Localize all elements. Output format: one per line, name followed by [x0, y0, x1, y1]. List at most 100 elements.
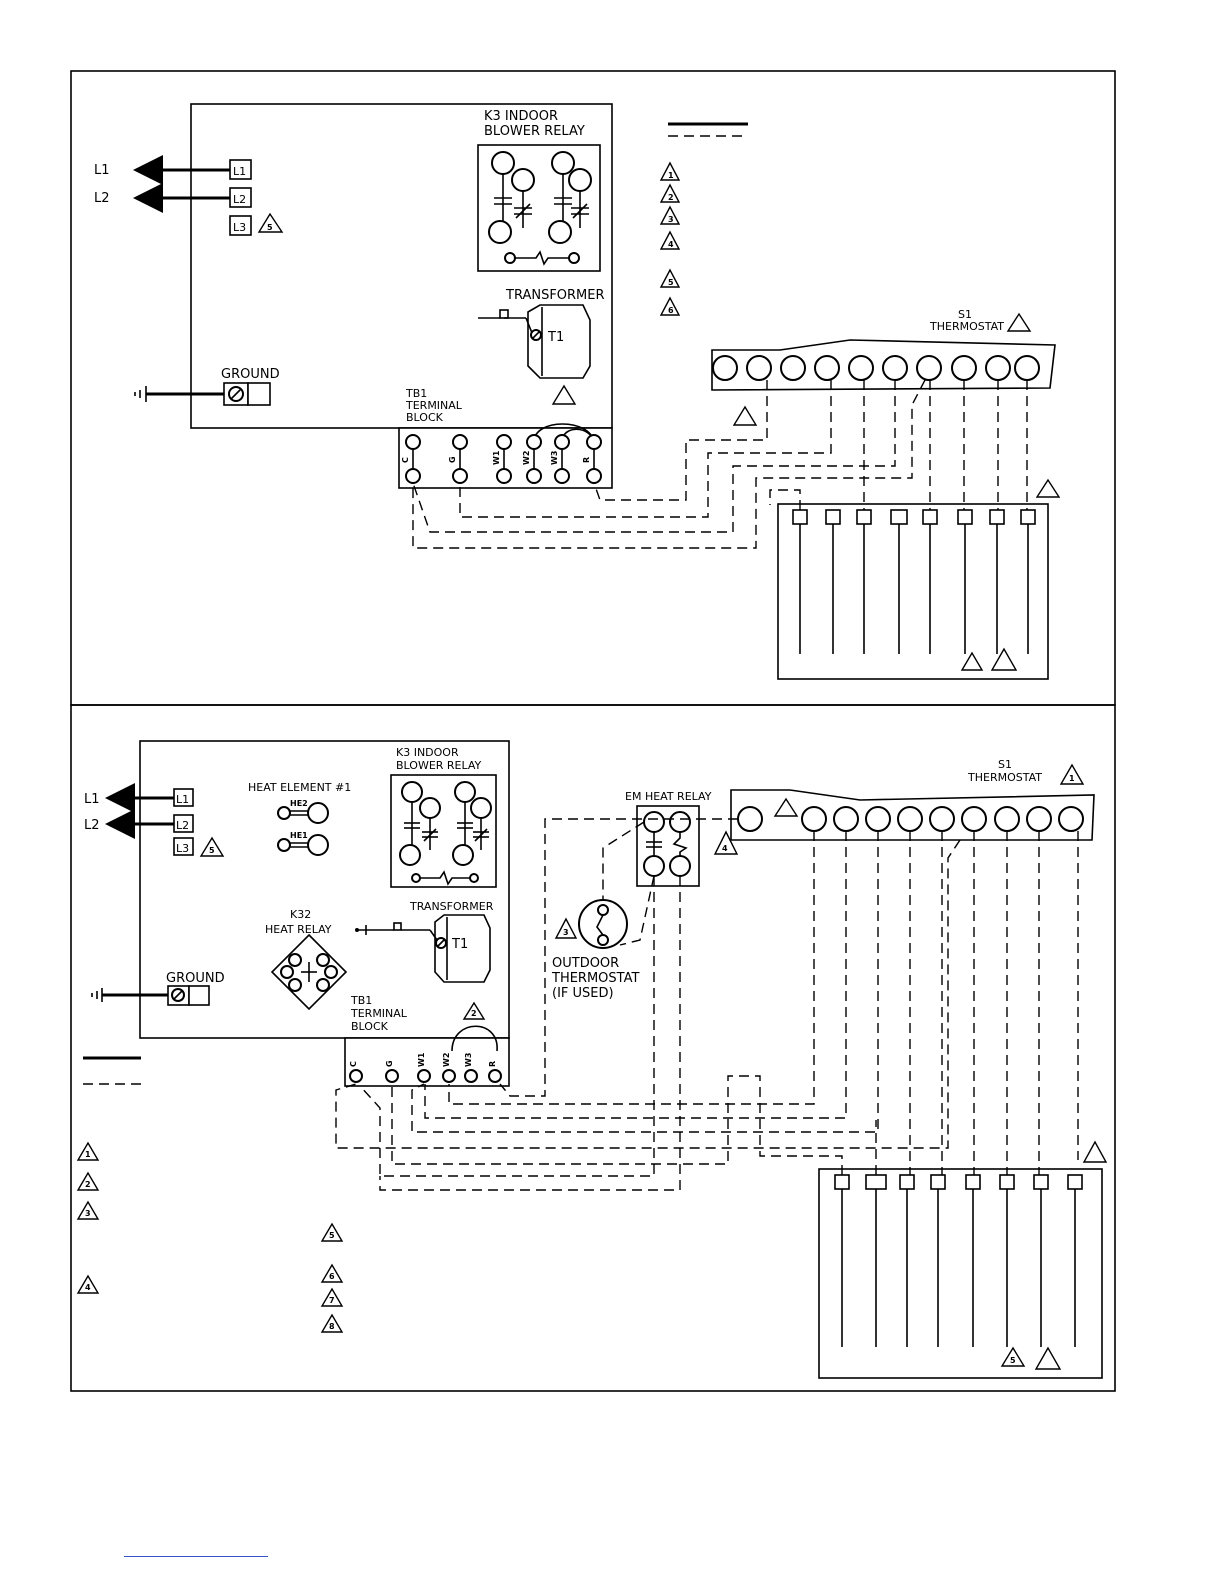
bottom-k32-label-2: HEAT RELAY — [265, 923, 332, 936]
bottom-power-lines: L1 L2 L1 L2 L3 5 — [84, 783, 225, 857]
bottom-s1-note: 1 — [1069, 774, 1075, 783]
bottom-k3-label-2: BLOWER RELAY — [396, 759, 482, 772]
bottom-terminal-block: TB1 TERMINAL BLOCK 2 C G W1 W2 W3 R — [344, 994, 510, 1087]
top-outdoor-unit — [777, 478, 1061, 680]
top-tb-g: G — [448, 456, 457, 463]
bottom-s1-label-1: S1 — [998, 758, 1012, 771]
bottom-he2-label: HE2 — [290, 799, 308, 808]
top-legend-note-2: 2 — [668, 193, 674, 202]
top-tb-w1: W1 — [492, 450, 501, 465]
bottom-s1-label-2: THERMOSTAT — [967, 771, 1042, 784]
bottom-tb-w1: W1 — [417, 1052, 426, 1067]
top-tb-w2: W2 — [522, 451, 531, 465]
bottom-tb-g: G — [385, 1060, 394, 1067]
bottom-heat-elements: HEAT ELEMENT #1 HE2 HE1 — [248, 781, 351, 856]
bottom-tb-label-2: TERMINAL — [350, 1007, 408, 1020]
bottom-legend-note-8: 8 — [329, 1322, 335, 1331]
bottom-tb-c: C — [349, 1061, 358, 1067]
bottom-legend-note-3: 3 — [85, 1209, 91, 1218]
top-legend-note-4: 4 — [668, 240, 674, 249]
top-tb-label-3: BLOCK — [406, 411, 444, 424]
bottom-outdoor-unit: 5 — [818, 1140, 1108, 1379]
bottom-legend-note-4: 4 — [85, 1283, 91, 1292]
bottom-k32-label-1: K32 — [290, 908, 311, 921]
bottom-k32-heat-relay: K32 HEAT RELAY — [265, 908, 348, 1011]
bottom-line-l2-label: L2 — [84, 818, 100, 833]
top-legend: 1 2 3 4 5 6 — [659, 122, 748, 316]
bottom-em-relay-note: 4 — [722, 844, 728, 853]
top-power-lines: L1 L2 L1 L2 L3 5 — [94, 155, 284, 236]
top-term-l2: L2 — [233, 193, 246, 206]
bottom-legend-note-7: 7 — [329, 1296, 335, 1305]
top-s1-label-1: S1 — [958, 308, 972, 321]
bottom-tb-label-3: BLOCK — [351, 1020, 389, 1033]
bottom-outdoor-note: 3 — [563, 928, 569, 937]
footer-rule — [124, 1556, 268, 1557]
bottom-diagram-frame — [70, 704, 1116, 1392]
bottom-tb-note: 2 — [471, 1009, 477, 1018]
bottom-em-heat-relay-label: EM HEAT RELAY — [625, 790, 712, 803]
top-line-l1-label: L1 — [94, 163, 110, 178]
bottom-outdoor-label-3: (IF USED) — [552, 986, 614, 1001]
top-s1-terminals — [712, 355, 1040, 381]
top-tb-terminals: C G W1 W2 W3 R — [401, 434, 602, 484]
bottom-diagram: L1 L2 L1 L2 L3 5 HEAT ELEMENT #1 HE2 HE1 — [76, 740, 1108, 1379]
top-field-wiring — [412, 379, 1028, 549]
bottom-term-l2: L2 — [176, 819, 189, 832]
bottom-tb-label-1: TB1 — [350, 994, 372, 1007]
bottom-tb-w2: W2 — [442, 1053, 451, 1067]
top-k3-label-2: BLOWER RELAY — [484, 124, 585, 139]
bottom-ground: GROUND — [91, 971, 225, 1006]
bottom-tb-w3: W3 — [464, 1053, 473, 1067]
top-transformer: TRANSFORMER T1 — [478, 288, 605, 379]
top-tb-label-1: TB1 — [405, 387, 427, 400]
top-terminal-block: TB1 TERMINAL BLOCK C G — [398, 384, 613, 489]
bottom-unit-box — [139, 740, 510, 1039]
bottom-legend-note-5: 5 — [329, 1231, 335, 1240]
top-tb-r: R — [582, 457, 591, 463]
bottom-legend-note-2: 2 — [85, 1180, 91, 1189]
top-legend-note-3: 3 — [668, 215, 674, 224]
bottom-line-l1-label: L1 — [84, 792, 100, 807]
bottom-t1: T1 — [451, 937, 468, 952]
bottom-ground-label: GROUND — [166, 971, 225, 986]
top-s1-thermostat: S1 THERMOSTAT — [711, 308, 1056, 426]
bottom-heat-element-label: HEAT ELEMENT #1 — [248, 781, 351, 794]
bottom-outdoor-label-1: OUTDOOR — [552, 956, 619, 971]
bottom-notes-legend: 1 2 3 4 5 6 7 8 — [76, 1141, 344, 1333]
top-t1: T1 — [547, 330, 564, 345]
top-term-l3: L3 — [233, 221, 246, 234]
top-k3-blower-relay: K3 INDOOR BLOWER RELAY — [477, 109, 601, 272]
bottom-outdoor-label-2: THERMOSTAT — [551, 971, 639, 986]
top-tb-c: C — [401, 457, 410, 463]
bottom-outdoor-thermostat: 3 OUTDOOR THERMOSTAT (IF USED) — [551, 899, 639, 1001]
top-term-l1: L1 — [233, 165, 246, 178]
top-tb-w3: W3 — [550, 451, 559, 465]
top-k3-label-1: K3 INDOOR — [484, 109, 558, 124]
bottom-k3-label-1: K3 INDOOR — [396, 746, 459, 759]
top-transformer-label: TRANSFORMER — [505, 288, 605, 303]
top-legend-note-6: 6 — [668, 306, 674, 315]
bottom-term-l3: L3 — [176, 842, 189, 855]
top-legend-note-1: 1 — [668, 171, 674, 180]
bottom-outdoor-unit-note: 5 — [1010, 1356, 1016, 1365]
bottom-transformer: TRANSFORMER T1 — [355, 900, 494, 983]
top-diagram: L1 L2 L1 L2 L3 5 GROUND K3 I — [94, 103, 1061, 680]
bottom-k3-blower-relay: K3 INDOOR BLOWER RELAY — [390, 746, 497, 888]
top-s1-label-2: THERMOSTAT — [929, 320, 1004, 333]
bottom-he1-label: HE1 — [290, 831, 308, 840]
bottom-legend-note-6: 6 — [329, 1272, 335, 1281]
bottom-s1-thermostat: S1 THERMOSTAT 1 — [730, 758, 1095, 841]
top-l3-note: 5 — [267, 223, 273, 232]
bottom-line-legend — [83, 1056, 141, 1085]
top-line-l2-label: L2 — [94, 191, 110, 206]
top-legend-note-5: 5 — [668, 278, 674, 287]
bottom-term-l1: L1 — [176, 793, 189, 806]
top-ground: GROUND — [134, 367, 280, 406]
bottom-em-heat-relay: EM HEAT RELAY 4 — [625, 790, 739, 887]
top-ground-label: GROUND — [221, 367, 280, 382]
bottom-legend-note-1: 1 — [85, 1150, 91, 1159]
bottom-l3-note: 5 — [209, 846, 215, 855]
bottom-field-wiring — [335, 818, 1079, 1191]
